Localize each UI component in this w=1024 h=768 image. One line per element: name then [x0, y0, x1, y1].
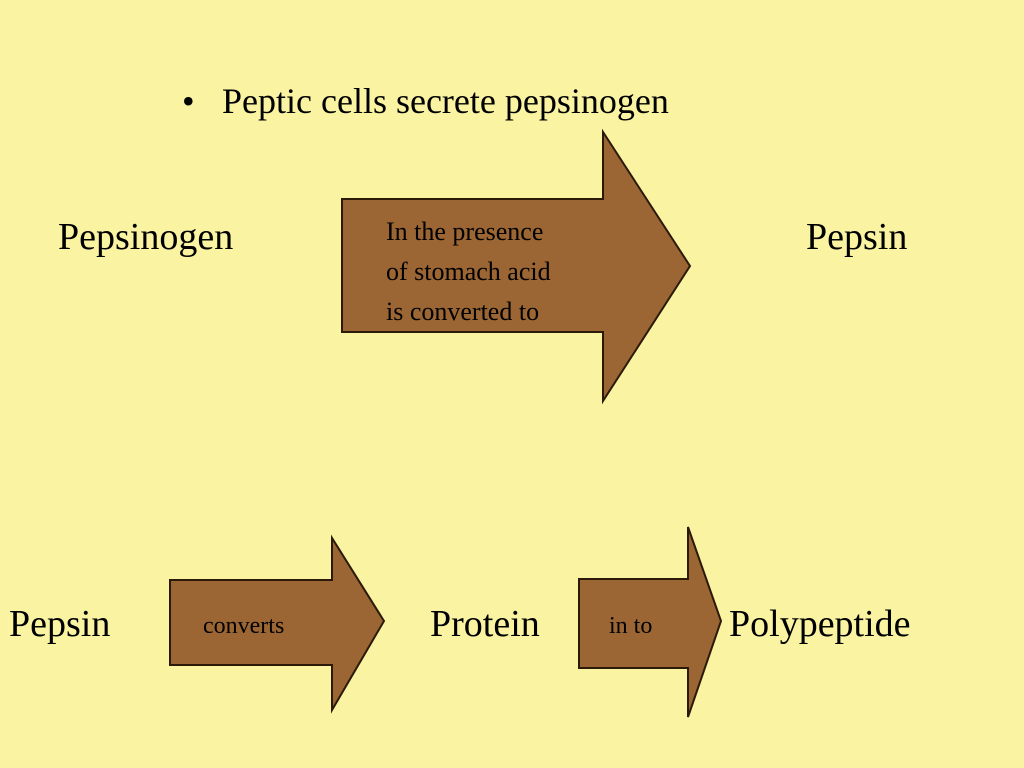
protein-label: Protein [430, 603, 540, 645]
pepsinogen-label: Pepsinogen [58, 216, 234, 258]
big-arrow [341, 128, 692, 405]
big-arrow-label-line-2: of stomach acid [386, 257, 551, 286]
polypeptide-label: Polypeptide [729, 603, 911, 645]
big-arrow-label-line-3: is converted to [386, 297, 540, 326]
pepsin-product-label: Pepsin [806, 216, 908, 258]
bullet-dot-icon: • [182, 81, 195, 121]
bullet-point: • Peptic cells secrete pepsinogen [182, 83, 669, 119]
big-arrow-label: In the presence of stomach acid is conve… [386, 212, 551, 332]
converts-label: converts [203, 613, 285, 639]
converts-arrow [169, 534, 386, 714]
in-to-label: in to [609, 613, 653, 639]
pepsin-enzyme-label: Pepsin [9, 603, 111, 645]
bullet-text: Peptic cells secrete pepsinogen [222, 81, 669, 121]
in-to-arrow [578, 526, 723, 718]
big-arrow-label-line-1: In the presence [386, 217, 544, 246]
